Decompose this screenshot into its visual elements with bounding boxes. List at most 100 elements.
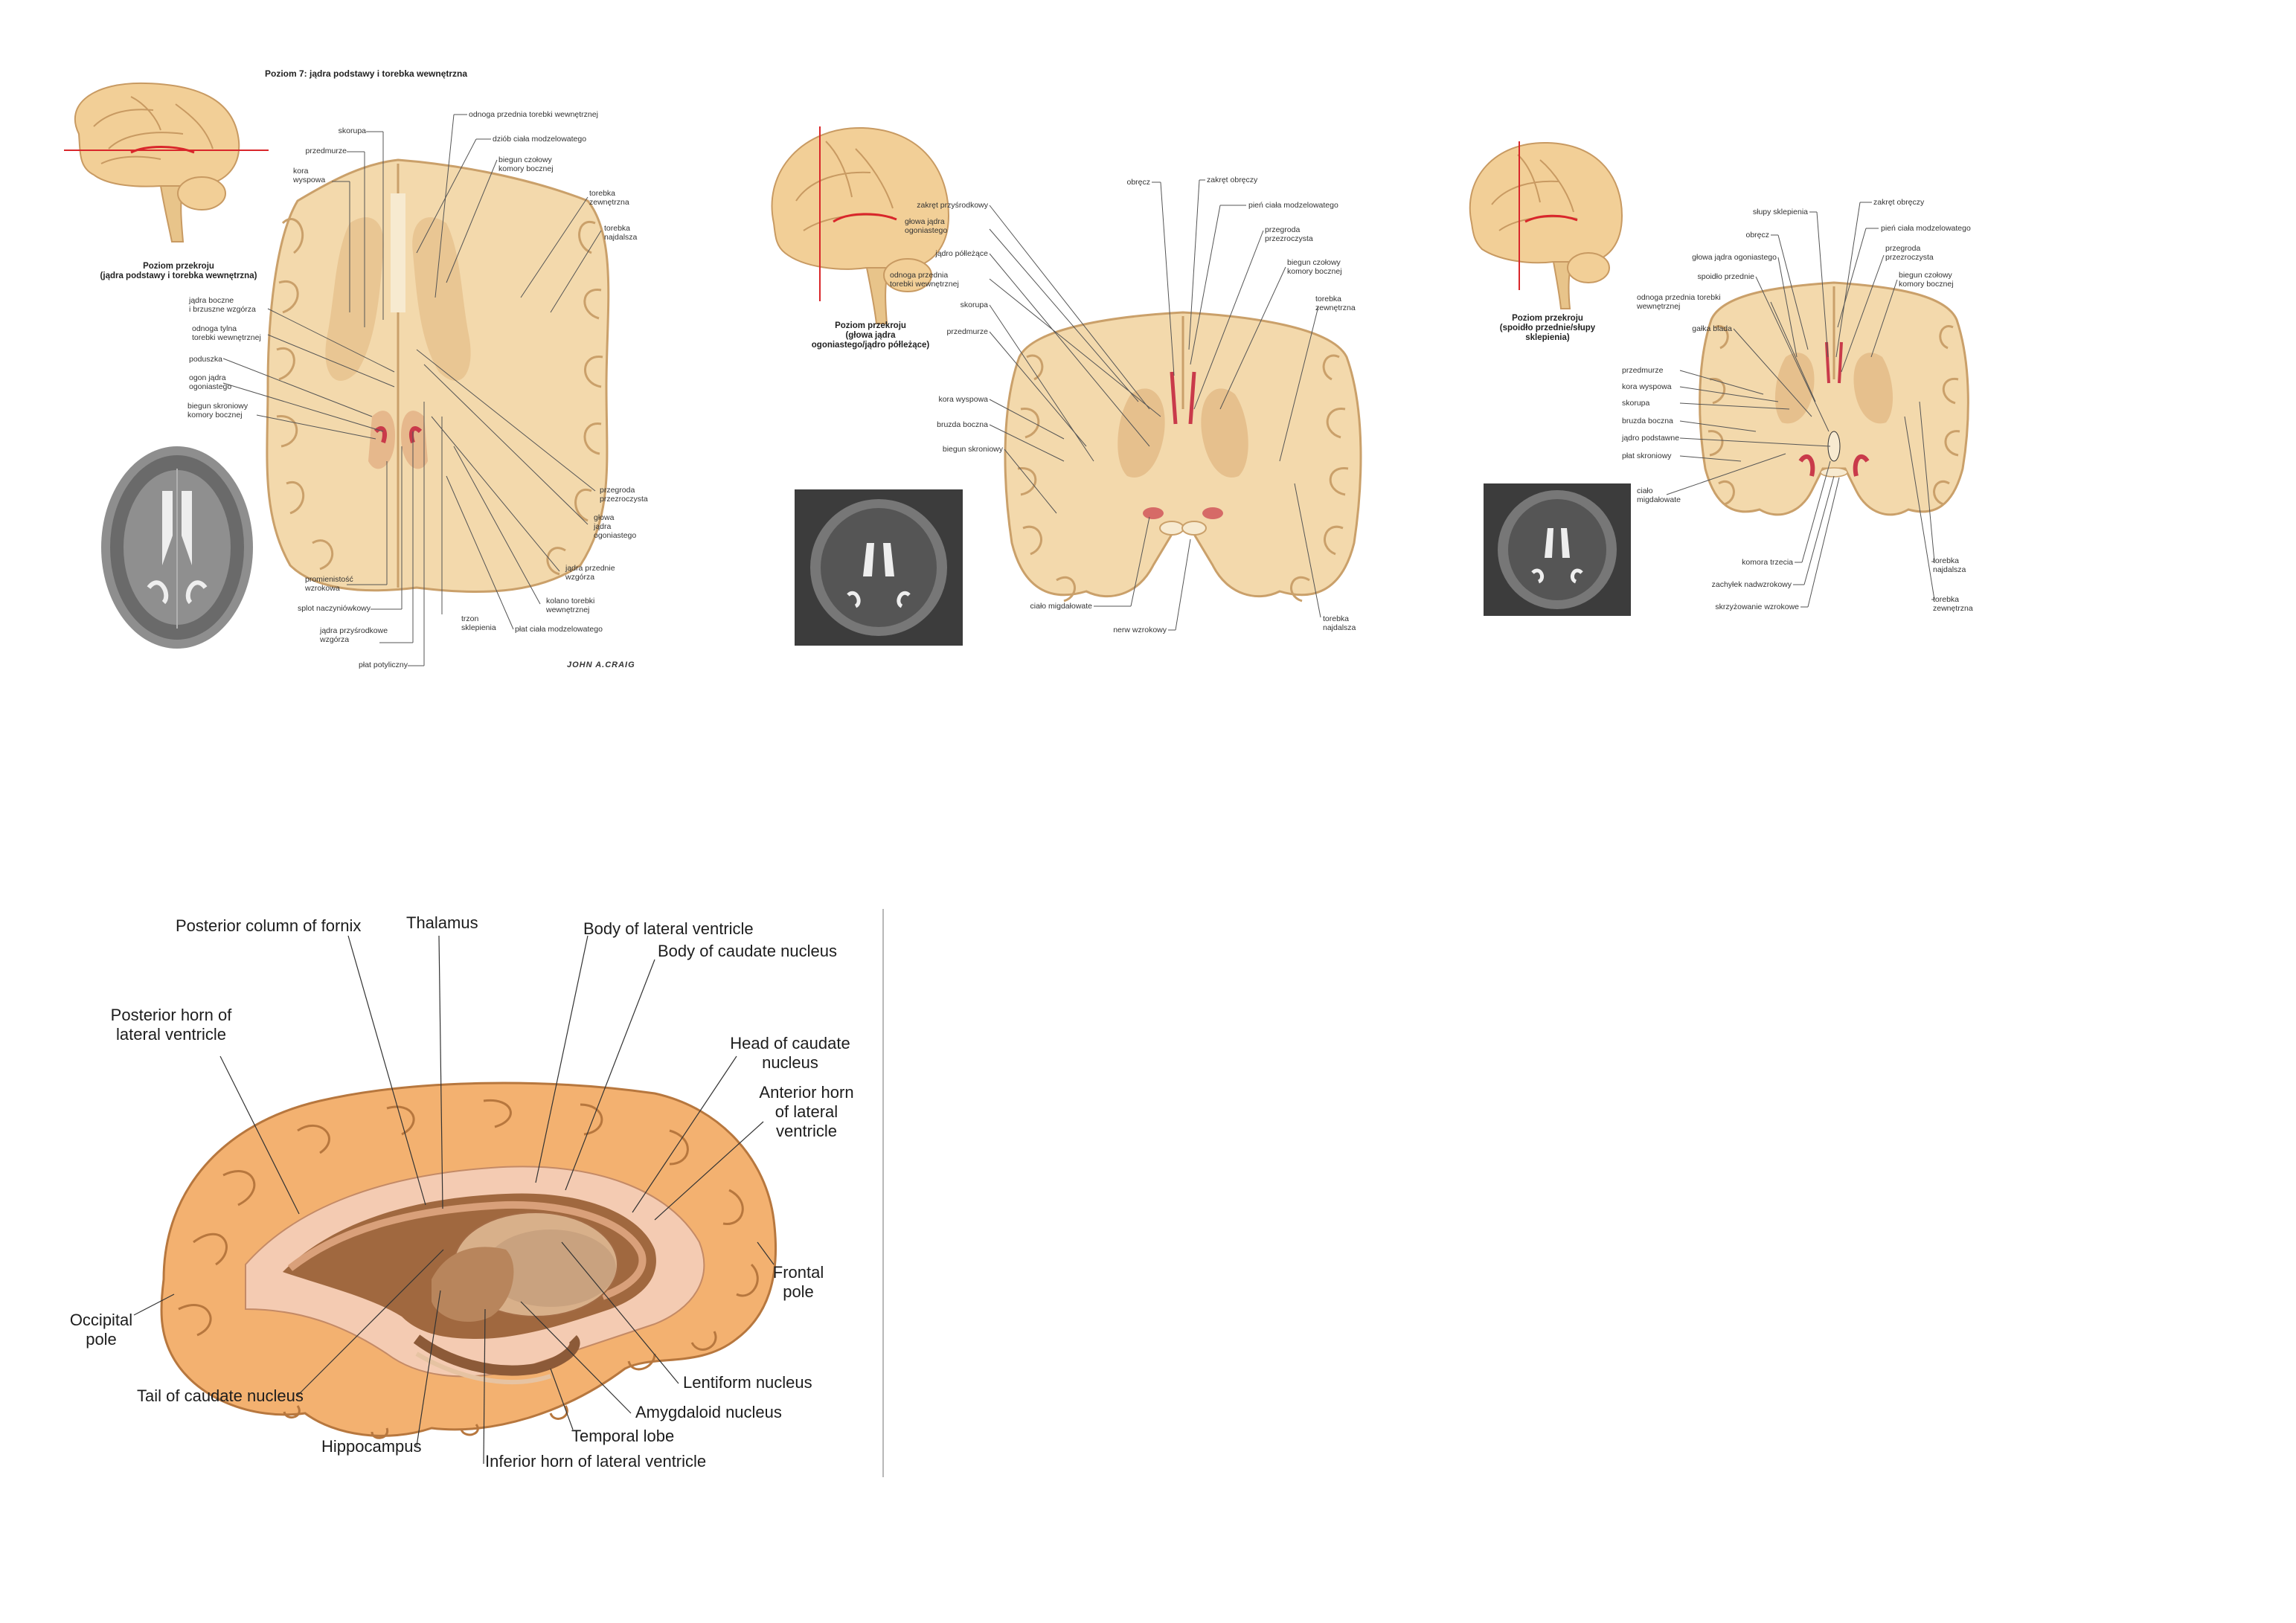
p1-label-odnoga-tylna: odnoga tylna torebki wewnętrznej bbox=[192, 324, 261, 342]
p3-label-slupy-sklepienia: słupy sklepienia bbox=[1752, 208, 1808, 216]
p3-label-przedmurze: przedmurze bbox=[1622, 366, 1664, 375]
label-thalamus: Thalamus bbox=[406, 913, 478, 932]
p1-label-przedmurze: przedmurze bbox=[305, 147, 347, 155]
p2-label-skorupa: skorupa bbox=[960, 301, 988, 309]
p2-label-przegroda: przegroda przezroczysta bbox=[1265, 225, 1313, 243]
p3-label-pien-ciala: pień ciała modzelowatego bbox=[1881, 224, 1971, 233]
p1-label-biegun-skroniowy: biegun skroniowy komory bocznej bbox=[187, 402, 248, 420]
p1-label-skorupa: skorupa bbox=[338, 126, 366, 135]
p1-label-glowa-jadra: głowa jądra ogoniastego bbox=[594, 513, 637, 540]
coronal-figure-2 bbox=[1469, 141, 1969, 616]
panel-axial-section: Poziom 7: jądra podstawy i torebka wewnę… bbox=[0, 0, 714, 684]
coronal-figure-1 bbox=[771, 126, 1362, 646]
lateral-view-figure bbox=[133, 935, 777, 1465]
sagittal-thumbnail-2 bbox=[771, 126, 950, 324]
p2-label-bruzda-boczna: bruzda boczna bbox=[937, 420, 988, 429]
p1-label-poduszka: poduszka bbox=[189, 355, 222, 364]
p2-label-torebka-zewnetrzna: torebka zewnętrzna bbox=[1315, 295, 1356, 312]
p3-label-cialo-migdalowate: ciało migdałowate bbox=[1637, 486, 1681, 504]
label-inferior-horn: Inferior horn of lateral ventricle bbox=[485, 1452, 707, 1471]
panel-coronal-commissure: słupy sklepienia obręcz głowa jądra ogon… bbox=[1458, 134, 2128, 655]
p2-label-cialo-migdalowate: ciało migdałowate bbox=[1030, 602, 1092, 611]
p2-label-zakret-obreczy: zakręt obręczy bbox=[1207, 176, 1258, 184]
p1-label-torebka-najdalsza: torebka najdalsza bbox=[604, 224, 638, 242]
panel1-leaders-left bbox=[222, 131, 425, 666]
panel4-leaders bbox=[133, 935, 775, 1465]
p3-label-bruzda-boczna: bruzda boczna bbox=[1622, 417, 1673, 425]
p3-label-kora-wyspowa: kora wyspowa bbox=[1622, 382, 1672, 391]
label-temporal-lobe: Temporal lobe bbox=[571, 1427, 675, 1445]
label-body-lateral-ventricle: Body of lateral ventricle bbox=[583, 919, 754, 938]
p2-label-odnoga-przednia: odnoga przednia torebki wewnętrznej bbox=[890, 271, 959, 289]
p3-label-odnoga-przednia: odnoga przednia torebki wewnętrznej bbox=[1637, 293, 1721, 311]
coronal-mri-1 bbox=[795, 489, 963, 646]
coronal-brain-2 bbox=[1699, 281, 1969, 516]
p2-label-jadro-polezace: jądro półleżące bbox=[935, 249, 988, 258]
p1-label-biegun-czolowy: biegun czołowy komory bocznej bbox=[498, 155, 554, 173]
p3-label-biegun-czolowy: biegun czołowy komory bocznej bbox=[1899, 271, 1954, 289]
p1-label-plat-ciala: płat ciała modzelowatego bbox=[515, 625, 603, 634]
panel-lateral-ventricle-view: Posterior column of fornix Thalamus Body… bbox=[0, 893, 878, 1488]
panel3-caption: Poziom przekroju (spoidło przednie/słupy… bbox=[1499, 314, 1596, 342]
p3-label-galka-blada: gałka blada bbox=[1692, 324, 1732, 333]
p3-label-przegroda: przegroda przezroczysta bbox=[1885, 244, 1934, 262]
label-anterior-horn: Anterior horn of lateral ventricle bbox=[759, 1083, 854, 1140]
p1-label-kolano-torebki: kolano torebki wewnętrznej bbox=[546, 597, 595, 614]
label-posterior-column-fornix: Posterior column of fornix bbox=[176, 916, 362, 935]
p1-label-trzon-sklepienia: trzon sklepienia bbox=[461, 614, 496, 632]
p1-label-jadra-przednie: jądra przednie wzgórza bbox=[565, 564, 615, 582]
p2-label-pien-ciala: pień ciała modzelowatego bbox=[1248, 201, 1338, 210]
axial-mri bbox=[101, 446, 253, 649]
orange-brain bbox=[160, 1082, 777, 1439]
coronal-brain-1 bbox=[1004, 311, 1362, 602]
p3-label-jadro-podstawne: jądro podstawne bbox=[1622, 434, 1680, 443]
p3-label-skorupa: skorupa bbox=[1622, 399, 1650, 408]
sagittal-thumbnail bbox=[64, 82, 269, 242]
p2-label-glowa-jadra: głowa jądra ogoniastego bbox=[905, 217, 948, 235]
p2-label-nerw-wzrokowy: nerw wzrokowy bbox=[1113, 626, 1167, 634]
label-occipital-pole: Occipital pole bbox=[69, 1311, 133, 1349]
label-posterior-horn: Posterior horn of lateral ventricle bbox=[110, 1006, 232, 1044]
p1-label-jadra-boczne: jądra boczne i brzuszne wzgórza bbox=[189, 296, 256, 314]
panel-coronal-caudate: zakręt przyśrodkowy głowa jądra ogoniast… bbox=[744, 112, 1414, 677]
coronal-mri-2 bbox=[1484, 483, 1631, 616]
p3-label-glowa-jadra: głowa jądra ogoniastego bbox=[1692, 253, 1777, 262]
sagittal-thumbnail-3 bbox=[1469, 141, 1623, 309]
p2-label-biegun-skroniowy: biegun skroniowy bbox=[942, 445, 1003, 454]
artist-signature: JOHN A.CRAIG bbox=[567, 661, 635, 669]
p2-label-obrecz: obręcz bbox=[1126, 178, 1150, 187]
panel1-title: Poziom 7: jądra podstawy i torebka wewnę… bbox=[265, 68, 468, 79]
p1-label-ogon-jadra: ogon jądra ogoniastego bbox=[189, 373, 232, 391]
p3-label-torebka-zewnetrzna: torebka zewnętrzna bbox=[1933, 595, 1973, 613]
p1-label-dziob: dziób ciała modzelowatego bbox=[493, 135, 587, 144]
label-amygdaloid-nucleus: Amygdaloid nucleus bbox=[635, 1403, 782, 1421]
label-tail-caudate: Tail of caudate nucleus bbox=[137, 1386, 304, 1405]
p1-label-plat-potyliczny: płat potyliczny bbox=[359, 661, 408, 669]
axial-figure bbox=[64, 82, 610, 666]
panel1-leaders-right bbox=[416, 114, 602, 630]
axial-brain bbox=[266, 158, 610, 594]
p3-label-torebka-najdalsza: torebka najdalsza bbox=[1933, 556, 1966, 574]
p1-label-splot: splot naczyniówkowy bbox=[297, 604, 371, 613]
label-head-caudate: Head of caudate nucleus bbox=[730, 1034, 850, 1072]
panel3-leaders bbox=[1666, 202, 1935, 608]
p2-label-torebka-najdalsza: torebka najdalsza bbox=[1323, 614, 1356, 632]
p1-label-odnoga-przednia: odnoga przednia torebki wewnętrznej bbox=[469, 110, 598, 119]
p3-label-skrzyzowanie: skrzyżowanie wzrokowe bbox=[1715, 602, 1799, 611]
panel2-caption: Poziom przekroju (głowa jądra ogoniasteg… bbox=[811, 321, 930, 350]
p3-label-komora-trzecia: komora trzecia bbox=[1742, 558, 1793, 567]
p3-label-spoidlo: spoidło przednie bbox=[1697, 272, 1754, 281]
p3-label-obrecz: obręcz bbox=[1745, 231, 1769, 240]
p2-label-biegun-czolowy: biegun czołowy komory bocznej bbox=[1287, 258, 1342, 276]
p1-label-torebka-zewnetrzna: torebka zewnętrzna bbox=[589, 189, 629, 207]
p2-label-kora-wyspowa: kora wyspowa bbox=[938, 395, 988, 404]
p1-label-promienistosc: promienistość wzrokowa bbox=[305, 575, 353, 593]
p1-label-jadra-przysrodkowe: jądra przyśrodkowe wzgórza bbox=[320, 626, 388, 644]
p3-label-zakret-obreczy: zakręt obręczy bbox=[1873, 198, 1925, 207]
p2-label-przedmurze: przedmurze bbox=[946, 327, 988, 336]
p2-label-zakret-przysrodkowy: zakręt przyśrodkowy bbox=[917, 201, 988, 210]
p1-label-przegroda: przegroda przezroczysta bbox=[600, 486, 648, 504]
p1-label-kora-wyspowa: kora wyspowa bbox=[293, 167, 326, 184]
vertical-divider bbox=[882, 909, 884, 1477]
label-frontal-pole: Frontal pole bbox=[772, 1263, 824, 1301]
